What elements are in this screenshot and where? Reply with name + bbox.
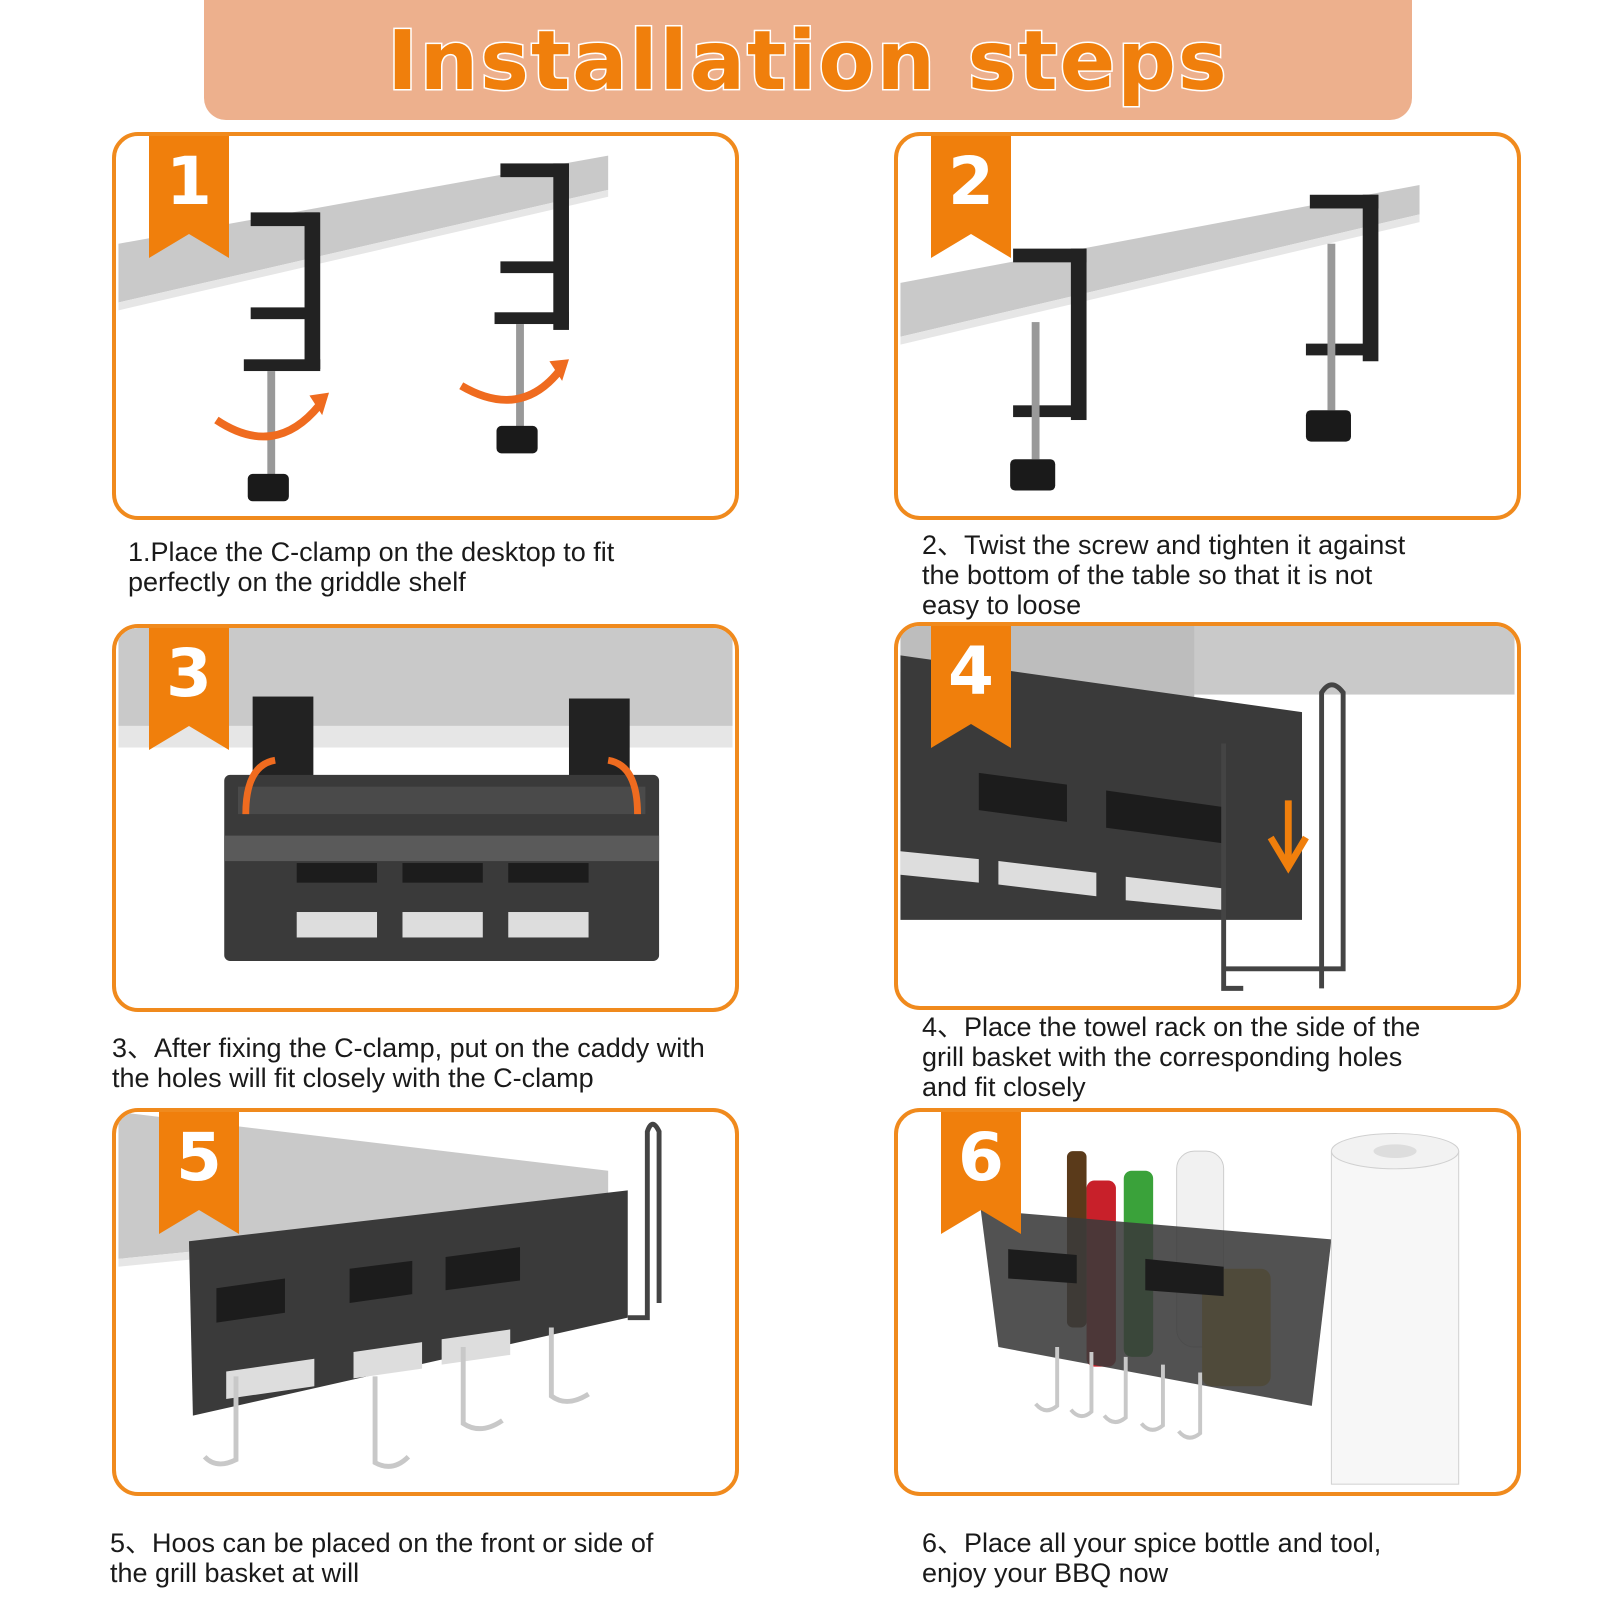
caption-line: the bottom of the table so that it is no… xyxy=(922,560,1373,590)
step-number: 5 xyxy=(176,1119,222,1196)
step-3-caption: 3、After fixing the C-clamp, put on the c… xyxy=(112,1033,705,1093)
step-4-panel: 4 xyxy=(894,622,1521,1010)
step-5-panel: 5 xyxy=(112,1108,739,1496)
step-number: 6 xyxy=(958,1119,1004,1196)
caption-line: enjoy your BBQ now xyxy=(922,1558,1169,1588)
caption-line: perfectly on the griddle shelf xyxy=(128,567,466,597)
caption-line: 6、Place all your spice bottle and tool, xyxy=(922,1528,1382,1558)
step-5-badge: 5 xyxy=(159,1112,239,1234)
step-number: 3 xyxy=(166,635,212,712)
caption-line: 4、Place the towel rack on the side of th… xyxy=(922,1012,1421,1042)
caption-line: easy to loose xyxy=(922,590,1082,620)
step-1-illustration xyxy=(118,155,609,502)
step-6-caption: 6、Place all your spice bottle and tool, … xyxy=(922,1528,1381,1588)
step-number: 2 xyxy=(948,143,994,220)
step-1-panel: 1 xyxy=(112,132,739,520)
page-title: Installation steps xyxy=(386,13,1229,111)
step-5-caption: 5、Hoos can be placed on the front or sid… xyxy=(110,1528,653,1588)
caption-line: the holes will fit closely with the C-cl… xyxy=(112,1063,594,1093)
step-6-panel: 6 xyxy=(894,1108,1521,1496)
caption-line: 5、Hoos can be placed on the front or sid… xyxy=(110,1528,654,1558)
step-number: 4 xyxy=(948,633,994,710)
step-3-panel: 3 xyxy=(112,624,739,1012)
step-2-illustration xyxy=(900,184,1420,491)
caption-line: 1.Place the C-clamp on the desktop to fi… xyxy=(128,537,615,567)
step-1-badge: 1 xyxy=(149,136,229,258)
step-6-illustration xyxy=(980,1133,1460,1485)
step-2-badge: 2 xyxy=(931,136,1011,258)
step-6-badge: 6 xyxy=(941,1112,1021,1234)
caption-line: the grill basket at will xyxy=(110,1558,360,1588)
step-2-caption: 2、Twist the screw and tighten it against… xyxy=(922,530,1405,620)
title-banner: Installation steps xyxy=(204,0,1412,120)
step-4-badge: 4 xyxy=(931,626,1011,748)
caption-line: 3、After fixing the C-clamp, put on the c… xyxy=(112,1033,705,1063)
step-1-caption: 1.Place the C-clamp on the desktop to fi… xyxy=(128,537,614,597)
step-number: 1 xyxy=(166,143,212,220)
step-3-badge: 3 xyxy=(149,628,229,750)
step-5-illustration xyxy=(118,1112,662,1469)
step-2-panel: 2 xyxy=(894,132,1521,520)
step-4-caption: 4、Place the towel rack on the side of th… xyxy=(922,1012,1420,1102)
caption-line: 2、Twist the screw and tighten it against xyxy=(922,530,1406,560)
caption-line: and fit closely xyxy=(922,1072,1086,1102)
caption-line: grill basket with the corresponding hole… xyxy=(922,1042,1403,1072)
